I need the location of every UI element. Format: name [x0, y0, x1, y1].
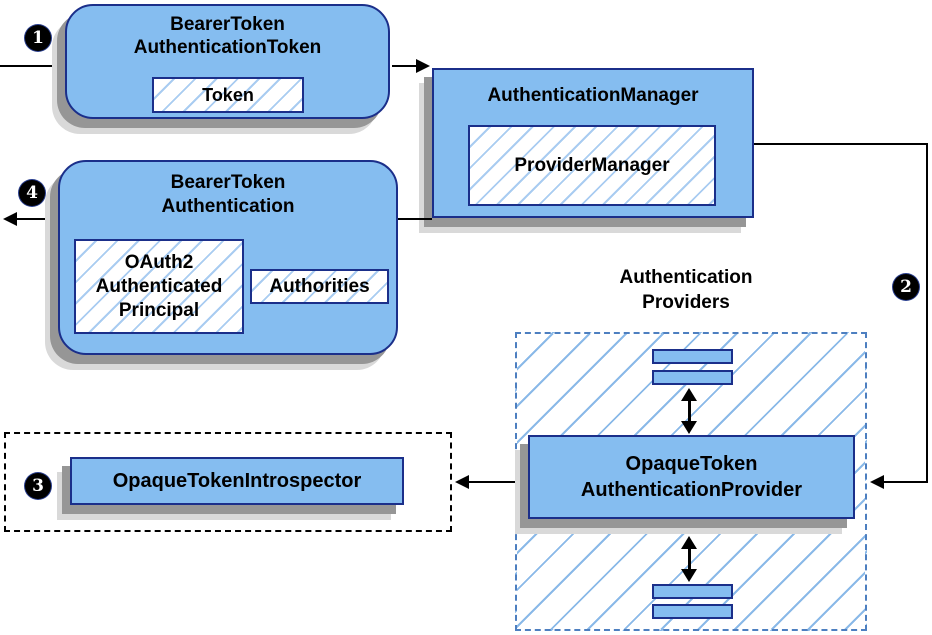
connector-4-outgoing — [15, 218, 58, 220]
node-opaque-token-introspector: OpaqueTokenIntrospector — [70, 457, 404, 505]
step-4-number: 4 — [26, 183, 38, 203]
step-2-number: 2 — [900, 277, 912, 297]
double-arrow-bottom — [681, 536, 697, 582]
connector-1-incoming — [0, 65, 65, 67]
double-arrow-top — [681, 388, 697, 434]
token-box: Token — [152, 77, 304, 113]
provider-stack-top-bar-2 — [652, 370, 733, 385]
provider-manager-label: ProviderManager — [514, 154, 670, 176]
step-3-badge: 3 — [25, 473, 51, 499]
step-4-badge: 4 — [19, 180, 45, 206]
connector-2-horizontal-bottom — [884, 481, 928, 483]
step-2-badge: 2 — [893, 274, 919, 300]
authentication-providers-label: Authentication Providers — [619, 267, 753, 313]
connector-2-horizontal-top — [754, 143, 928, 145]
authorities-box: Authorities — [250, 269, 389, 304]
connector-2-vertical — [926, 143, 928, 483]
node-opaque-token-authentication-provider: OpaqueToken AuthenticationProvider — [528, 435, 855, 519]
node-bearer-token-authentication: BearerToken Authentication OAuth2 Authen… — [58, 160, 398, 355]
node-bearer-token-authentication-token: BearerToken AuthenticationToken Token — [65, 4, 390, 119]
provider-stack-bottom-bar-2 — [652, 604, 733, 619]
provider-stack-bottom-bar-1 — [652, 584, 733, 599]
provider-manager-box: ProviderManager — [468, 125, 716, 206]
node-authentication-manager: AuthenticationManager ProviderManager — [432, 68, 754, 218]
arrow-left-icon — [455, 475, 469, 489]
arrow-up-icon — [681, 536, 697, 549]
token-label: Token — [202, 84, 254, 105]
step-1-badge: 1 — [25, 25, 51, 51]
authentication-providers-container: OpaqueToken AuthenticationProvider — [515, 332, 867, 631]
arrow-up-icon — [681, 388, 697, 401]
connector-4-from-manager — [398, 218, 432, 220]
step-3-number: 3 — [32, 476, 44, 496]
arrow-right-icon — [416, 59, 430, 73]
oauth2-authenticated-principal-label: OAuth2 Authenticated Principal — [95, 251, 223, 321]
connector-3 — [469, 481, 515, 483]
opaque-token-introspector-title: OpaqueTokenIntrospector — [112, 469, 362, 492]
authentication-manager-title: AuthenticationManager — [487, 85, 699, 106]
arrow-down-icon — [681, 421, 697, 434]
authorities-label: Authorities — [269, 275, 370, 297]
opaque-token-authentication-provider-title: OpaqueToken AuthenticationProvider — [580, 453, 803, 501]
bearer-token-authentication-token-title: BearerToken AuthenticationToken — [133, 14, 322, 58]
arrow-left-icon — [3, 212, 17, 226]
bearer-token-authentication-title: BearerToken Authentication — [161, 172, 295, 217]
step-1-number: 1 — [32, 28, 44, 48]
arrow-left-icon — [870, 475, 884, 489]
provider-stack-top-bar-1 — [652, 349, 733, 364]
oauth2-authenticated-principal-box: OAuth2 Authenticated Principal — [74, 239, 244, 334]
arrow-down-icon — [681, 569, 697, 582]
connector-1-to-manager — [392, 65, 418, 67]
